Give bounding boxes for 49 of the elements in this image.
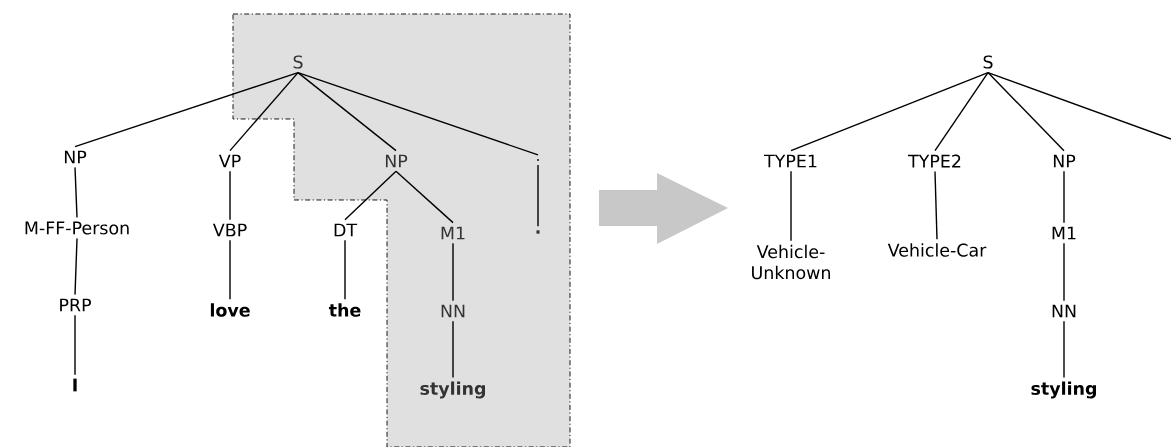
tree-branch: [74, 314, 76, 376]
tree-branch: [452, 242, 454, 302]
tree-branch: [229, 170, 231, 221]
tree-branch: [934, 71, 989, 152]
tree-branch: [297, 71, 539, 156]
tree-label: M1: [441, 226, 465, 240]
tree-branch: [452, 320, 454, 379]
tree-branch: [1063, 170, 1065, 224]
word-label: styling: [1031, 381, 1096, 399]
tree-label: NP: [64, 150, 87, 164]
tree-branch: [987, 71, 1065, 152]
tree-label: .: [537, 158, 539, 162]
tree-branch: [344, 239, 346, 300]
word-label: styling: [420, 381, 485, 399]
tree-branch: [229, 71, 299, 152]
tree-branch: [1063, 320, 1065, 379]
word-label: the: [328, 303, 361, 317]
tree-label: DT: [334, 223, 358, 237]
word-label: .: [536, 230, 540, 234]
tree-branch: [297, 71, 397, 152]
tree-label: M-FF-Person: [25, 221, 129, 235]
tree-label: NP: [385, 154, 408, 168]
tree-label: Vehicle-Unknown: [752, 244, 830, 280]
tree-label: NN: [441, 304, 465, 318]
tree-branch: [229, 239, 231, 300]
tree-branch: [1063, 242, 1065, 302]
word-label: I: [73, 378, 77, 392]
tree-label: M1: [1052, 226, 1076, 240]
tree-branch: [790, 71, 989, 152]
tree-branch: [74, 237, 78, 296]
tree-label: VP: [218, 154, 241, 168]
tree-label: PRP: [60, 298, 91, 312]
tree-branch: [987, 71, 1171, 140]
tree-label: NN: [1052, 304, 1076, 318]
tree-label: S: [293, 55, 303, 69]
tree-label: Vehicle-Car: [887, 243, 987, 257]
tree-branch: [790, 170, 792, 242]
tree-label: NP: [1053, 154, 1076, 168]
tree-label: TYPE1: [764, 154, 817, 168]
tree-branch: [74, 71, 299, 148]
tree-label: TYPE2: [908, 154, 961, 168]
tree-branch: [74, 166, 78, 219]
tree-branch: [537, 164, 539, 228]
tree-label: VBP: [212, 223, 247, 237]
tree-branch: [344, 170, 397, 221]
tree-branch: [395, 170, 454, 224]
tree-branch: [934, 170, 938, 240]
word-label: love: [210, 303, 250, 317]
tree-label: S: [983, 55, 993, 69]
